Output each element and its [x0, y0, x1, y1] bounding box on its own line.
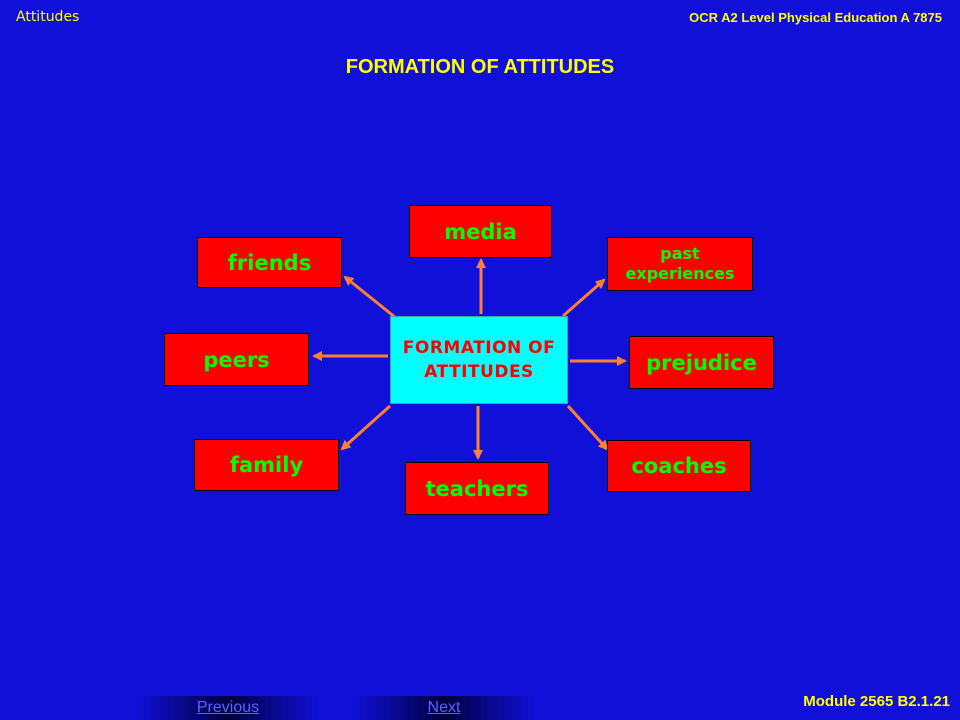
node-teachers: teachers: [405, 462, 549, 515]
arrow-to-family: [340, 404, 392, 451]
node-media: media: [409, 205, 552, 258]
arrow-to-past-experiences: [562, 278, 606, 318]
arrow-to-coaches: [566, 404, 609, 451]
node-peers: peers: [164, 333, 309, 386]
node-friends: friends: [197, 237, 342, 288]
topic-label: Attitudes: [16, 9, 80, 25]
node-past-experiences: past experiences: [607, 237, 753, 291]
next-button[interactable]: Next: [352, 696, 536, 720]
node-prejudice: prejudice: [629, 336, 774, 389]
course-label: OCR A2 Level Physical Education A 7875: [689, 10, 942, 25]
arrow-to-friends: [343, 275, 397, 320]
node-family: family: [194, 439, 339, 491]
module-label: Module 2565 B2.1.21: [803, 693, 950, 710]
page-title: FORMATION OF ATTITUDES: [345, 56, 615, 78]
previous-button[interactable]: Previous: [136, 696, 320, 720]
center-node: FORMATION OF ATTITUDES: [390, 316, 568, 404]
node-coaches: coaches: [607, 440, 751, 492]
